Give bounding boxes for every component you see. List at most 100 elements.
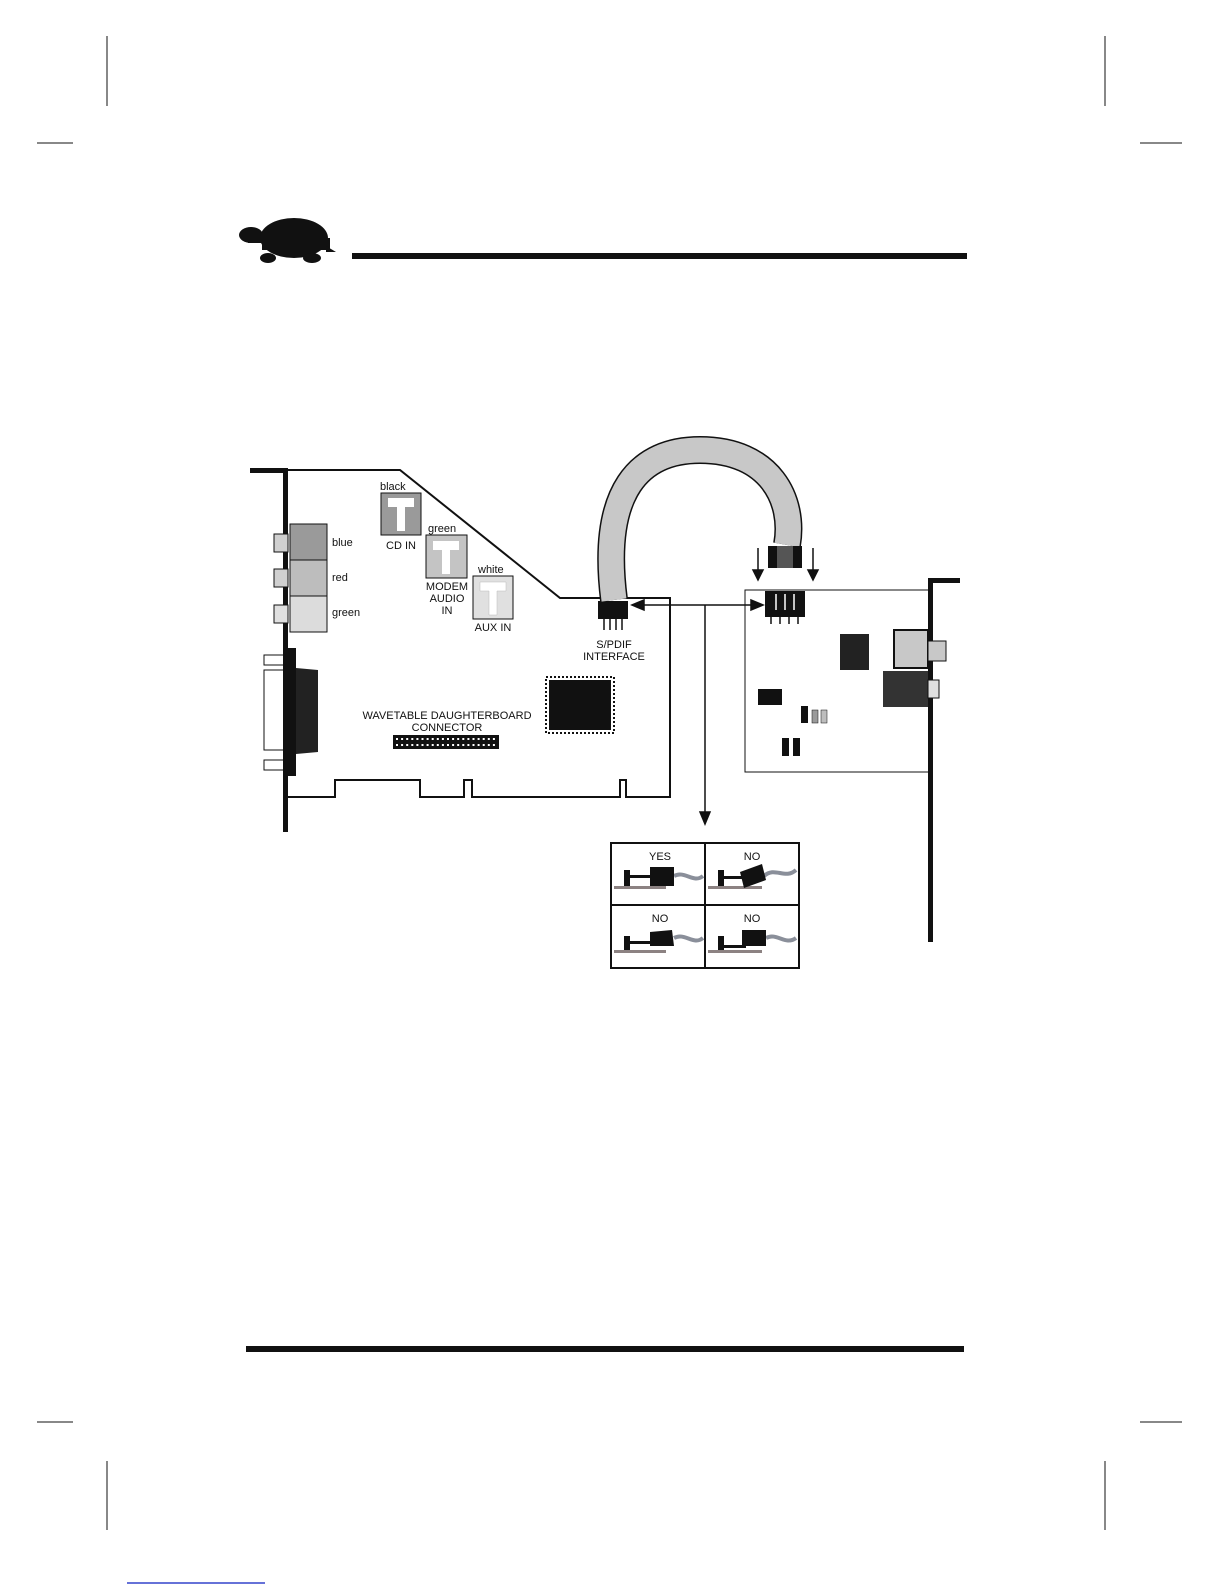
- wavetable-pin: [467, 744, 469, 746]
- wavetable-pin: [478, 744, 480, 746]
- wavetable-pin: [401, 738, 403, 740]
- wavetable-pin: [427, 744, 429, 746]
- spdif-cable-plug-band: [777, 546, 793, 568]
- spdif-header-body: [598, 601, 628, 619]
- spdif-header-pins: [604, 619, 622, 630]
- connection-arrows: [632, 600, 763, 824]
- spdif-card-optical-port: [894, 630, 928, 668]
- spdif-card-component-1: [758, 689, 782, 705]
- modem-color-label: green: [428, 523, 456, 535]
- wavetable-pin: [493, 744, 495, 746]
- wavetable-label-line2: CONNECTOR: [412, 722, 483, 734]
- wavetable-pin: [488, 744, 490, 746]
- spdif-card-component-3: [812, 710, 818, 723]
- cd-in-label: CD IN: [386, 540, 416, 552]
- wavetable-header: [393, 735, 499, 749]
- audio-jacks: blue red green: [274, 524, 360, 632]
- wavetable-pin: [473, 738, 475, 740]
- spdif-card-optical-stub: [928, 641, 946, 661]
- spdif-interface-header: S/PDIF INTERFACE: [583, 601, 645, 663]
- modem-label-line2: AUDIO: [430, 593, 465, 605]
- inset-label-bottom-right: NO: [744, 913, 761, 925]
- game-port-upper-tab: [264, 655, 284, 665]
- spdif-card-component-6: [793, 738, 800, 756]
- sound-card-bracket-tab: [250, 468, 288, 473]
- wavetable-pin: [422, 738, 424, 740]
- game-port-outline: [264, 670, 286, 750]
- wavetable-pin: [462, 738, 464, 740]
- modem-label-line1: MODEM: [426, 581, 468, 593]
- game-port: [264, 648, 318, 776]
- wavetable-pin: [427, 738, 429, 740]
- wavetable-pin: [396, 738, 398, 740]
- double-arrow-left-head: [632, 600, 644, 610]
- turtle-icon: [239, 218, 336, 263]
- down-arrow-head: [700, 812, 710, 824]
- game-port-connector: [286, 648, 296, 776]
- jack-blue: [290, 524, 327, 560]
- inset-label-top-left: YES: [649, 851, 671, 863]
- wavetable-connector: WAVETABLE DAUGHTERBOARD CONNECTOR: [362, 710, 531, 749]
- spdif-card-coax-stub: [928, 680, 939, 698]
- aux-in-color-label: white: [477, 564, 504, 576]
- wavetable-pin: [462, 744, 464, 746]
- wavetable-pin: [452, 738, 454, 740]
- spdif-card-bracket-tab: [928, 578, 960, 583]
- insertion-guide-inset: YES NO NO NO: [611, 843, 799, 968]
- aux-in-label: AUX IN: [475, 622, 512, 634]
- wavetable-pin: [473, 744, 475, 746]
- wavetable-pin: [432, 744, 434, 746]
- main-chip: [546, 677, 614, 733]
- cd-in-color-label: black: [380, 481, 406, 493]
- spdif-cable: [611, 450, 802, 600]
- spdif-label-line1: S/PDIF: [596, 639, 632, 651]
- wavetable-pin: [483, 744, 485, 746]
- wavetable-pin: [493, 738, 495, 740]
- wavetable-pin: [478, 738, 480, 740]
- jack-green-label: green: [332, 607, 360, 619]
- jack-green-stub: [274, 605, 288, 623]
- header-rule: [352, 253, 967, 259]
- spdif-cable-fill: [611, 450, 788, 600]
- wavetable-pin: [442, 738, 444, 740]
- wavetable-pin: [411, 738, 413, 740]
- aux-in-connector: white AUX IN: [473, 564, 513, 634]
- jack-red-label: red: [332, 572, 348, 584]
- game-port-lower-tab: [264, 760, 284, 770]
- wavetable-pin: [437, 738, 439, 740]
- jack-red-stub: [274, 569, 288, 587]
- wavetable-pin: [396, 744, 398, 746]
- wavetable-pin: [442, 744, 444, 746]
- modem-audio-in-connector: green MODEM AUDIO IN: [426, 523, 468, 617]
- wavetable-label-line1: WAVETABLE DAUGHTERBOARD: [362, 710, 531, 722]
- wavetable-pin: [452, 744, 454, 746]
- wavetable-pin: [416, 738, 418, 740]
- crop-marks: [37, 36, 1182, 1530]
- spdif-card-component-5: [782, 738, 789, 756]
- wavetable-pin: [457, 738, 459, 740]
- wavetable-pin: [437, 744, 439, 746]
- wavetable-pin: [416, 744, 418, 746]
- wavetable-pin: [401, 744, 403, 746]
- wavetable-pin: [447, 744, 449, 746]
- spdif-card-chip: [840, 634, 869, 670]
- game-port-body: [296, 668, 318, 754]
- footer-rule: [246, 1346, 964, 1352]
- main-chip-body: [549, 680, 611, 730]
- wavetable-pin: [406, 738, 408, 740]
- spdif-card-component-2: [801, 706, 808, 723]
- wavetable-pin: [447, 738, 449, 740]
- spdif-label-line2: INTERFACE: [583, 651, 645, 663]
- inset-label-top-right: NO: [744, 851, 761, 863]
- wavetable-pin: [432, 738, 434, 740]
- jack-red: [290, 560, 327, 596]
- wavetable-pin: [457, 744, 459, 746]
- jack-blue-stub: [274, 534, 288, 552]
- inset-label-bottom-left: NO: [652, 913, 669, 925]
- spdif-card-component-4: [821, 710, 827, 723]
- wavetable-pin: [406, 744, 408, 746]
- wavetable-pin: [483, 738, 485, 740]
- modem-label-line3: IN: [442, 605, 453, 617]
- jack-blue-label: blue: [332, 537, 353, 549]
